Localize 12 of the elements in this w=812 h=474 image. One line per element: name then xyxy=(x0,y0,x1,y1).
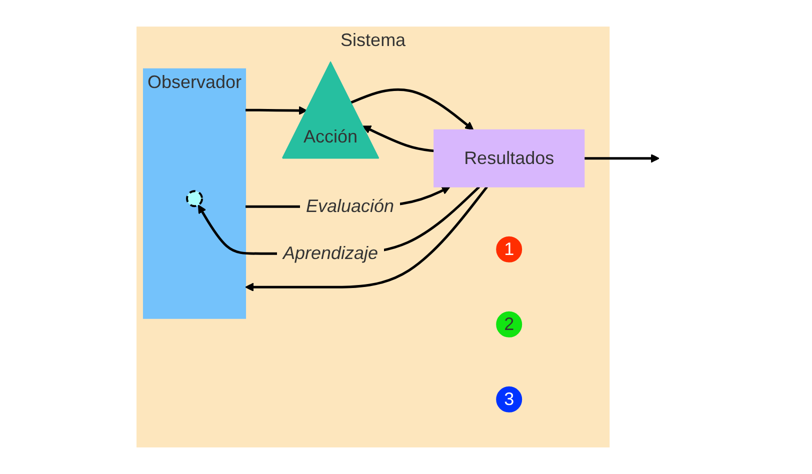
arrow xyxy=(584,154,660,163)
node-box: Resultados xyxy=(434,129,586,188)
arrow xyxy=(246,106,308,115)
node-circle: 1 xyxy=(496,236,523,262)
node-circle: 3 xyxy=(496,386,523,412)
node-circle: 2 xyxy=(496,311,523,338)
edge-label: Aprendizaje xyxy=(283,243,378,264)
edge-label: Evaluación xyxy=(306,196,394,216)
cluster: Observador xyxy=(143,68,246,319)
arrow xyxy=(350,88,474,130)
arrow xyxy=(362,126,435,152)
node-circle xyxy=(186,190,204,208)
